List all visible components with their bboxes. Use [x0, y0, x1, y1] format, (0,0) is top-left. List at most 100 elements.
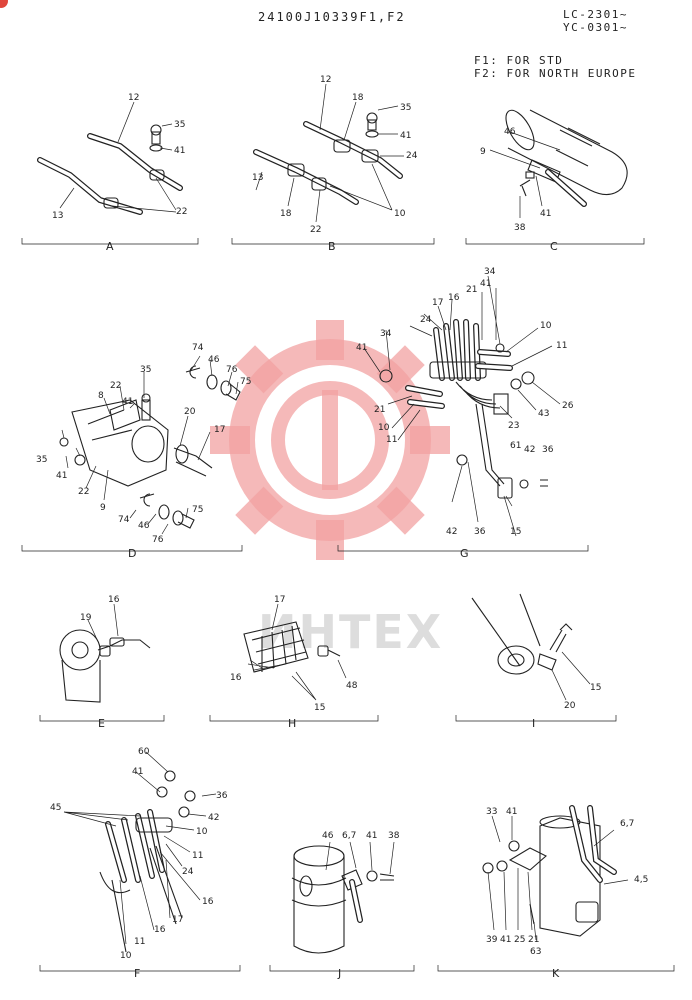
callout-a-41: 41	[174, 146, 185, 156]
callout-f-10b: 10	[120, 951, 132, 961]
callout-a-22: 22	[176, 207, 187, 217]
callout-d-17: 17	[214, 425, 225, 435]
callout-k-25: 25	[514, 935, 525, 945]
callout-b-41: 41	[400, 131, 411, 141]
callout-f-60: 60	[138, 747, 150, 757]
callout-d-74b: 74	[118, 515, 130, 525]
callout-b-13: 13	[252, 173, 263, 183]
callout-b-22: 22	[310, 225, 321, 235]
callout-g-36b: 36	[474, 527, 486, 537]
model-lc: LC-2301~	[563, 8, 628, 21]
callout-g-36: 36	[542, 445, 554, 455]
callout-d-74: 74	[192, 343, 204, 353]
callout-c-46: 46	[504, 127, 516, 137]
section-c-label: C	[550, 240, 558, 253]
callout-a-12: 12	[128, 93, 139, 103]
callout-g-10b: 10	[378, 423, 390, 433]
callout-k-41: 41	[506, 807, 517, 817]
callout-d-20: 20	[184, 407, 196, 417]
callout-j-38: 38	[388, 831, 400, 841]
callout-k-45: 4,5	[634, 875, 648, 885]
watermark-gear	[210, 320, 450, 560]
callout-h-48: 48	[346, 681, 358, 691]
callout-b-35: 35	[400, 103, 411, 113]
section-i-drawing	[471, 593, 591, 701]
callout-g-61: 61	[510, 441, 521, 451]
model-yc: YC-0301~	[563, 21, 628, 34]
callout-g-34b: 34	[380, 329, 392, 339]
part-number: 24100J10339F1,F2	[258, 10, 406, 24]
section-brackets	[21, 238, 675, 972]
callout-g-16: 16	[448, 293, 460, 303]
callout-k-33: 33	[486, 807, 497, 817]
callout-d-76b: 76	[152, 535, 164, 545]
section-g-label: G	[460, 547, 469, 560]
callout-d-41: 41	[122, 397, 133, 407]
callout-a-13: 13	[52, 211, 63, 221]
callout-g-21: 21	[466, 285, 477, 295]
callout-j-41: 41	[366, 831, 377, 841]
section-b-drawing	[253, 83, 404, 223]
callout-g-41b: 41	[356, 343, 367, 353]
section-f-drawing	[63, 751, 217, 953]
section-i-label: I	[532, 717, 535, 730]
section-g-drawing	[363, 275, 561, 537]
callout-f-16b: 16	[154, 925, 166, 935]
note-f2: F2: FOR NORTH EUROPE	[474, 67, 637, 80]
callout-b-18: 18	[352, 93, 364, 103]
callout-h-17: 17	[274, 595, 285, 605]
callout-k-67: 6,7	[620, 819, 634, 829]
corner-badge	[0, 0, 8, 8]
callout-b-10: 10	[394, 209, 406, 219]
callout-g-41: 41	[480, 279, 491, 289]
callout-g-11b: 11	[386, 435, 397, 445]
callout-e-19: 19	[80, 613, 92, 623]
callout-f-42: 42	[208, 813, 219, 823]
callout-f-45: 45	[50, 803, 61, 813]
callout-g-34: 34	[484, 267, 496, 277]
callout-i-15: 15	[590, 683, 601, 693]
callout-d-35: 35	[140, 365, 151, 375]
callout-c-9: 9	[480, 147, 486, 157]
callout-k-41b: 41	[500, 935, 511, 945]
callout-d-8: 8	[98, 391, 104, 401]
callout-g-11: 11	[556, 341, 567, 351]
callout-d-75: 75	[240, 377, 251, 387]
section-c-drawing	[489, 109, 628, 218]
callout-j-46: 46	[322, 831, 334, 841]
section-k-drawing	[482, 805, 629, 941]
section-e-drawing	[59, 603, 151, 703]
callout-d-41b: 41	[56, 471, 67, 481]
callout-a-35: 35	[174, 120, 185, 130]
watermark-text: ИНТЕХ	[258, 605, 443, 659]
callout-b-24: 24	[406, 151, 418, 161]
callout-f-10: 10	[196, 827, 208, 837]
callout-f-11b: 11	[134, 937, 145, 947]
callout-f-17: 17	[172, 915, 183, 925]
note-f1: F1: FOR STD	[474, 54, 564, 67]
callout-d-76: 76	[226, 365, 238, 375]
callout-i-20: 20	[564, 701, 576, 711]
callout-g-26: 26	[562, 401, 574, 411]
callout-b-18b: 18	[280, 209, 292, 219]
section-f-label: F	[134, 967, 140, 980]
callout-d-22: 22	[110, 381, 121, 391]
callout-g-43: 43	[538, 409, 549, 419]
section-a-drawing	[37, 101, 183, 215]
section-a-label: A	[106, 240, 114, 253]
callout-g-42: 42	[524, 445, 535, 455]
section-k-label: K	[552, 967, 560, 980]
callout-g-42b: 42	[446, 527, 457, 537]
section-e-label: E	[98, 717, 105, 730]
callout-e-16: 16	[108, 595, 120, 605]
callout-d-46b: 46	[138, 521, 150, 531]
callout-f-41: 41	[132, 767, 143, 777]
callout-j-67: 6,7	[342, 831, 356, 841]
callout-k-21: 21	[528, 935, 539, 945]
callout-d-35b: 35	[36, 455, 47, 465]
section-j-drawing	[291, 841, 395, 954]
section-h-label: H	[288, 717, 296, 730]
callout-g-24: 24	[420, 315, 432, 325]
callout-g-10: 10	[540, 321, 552, 331]
